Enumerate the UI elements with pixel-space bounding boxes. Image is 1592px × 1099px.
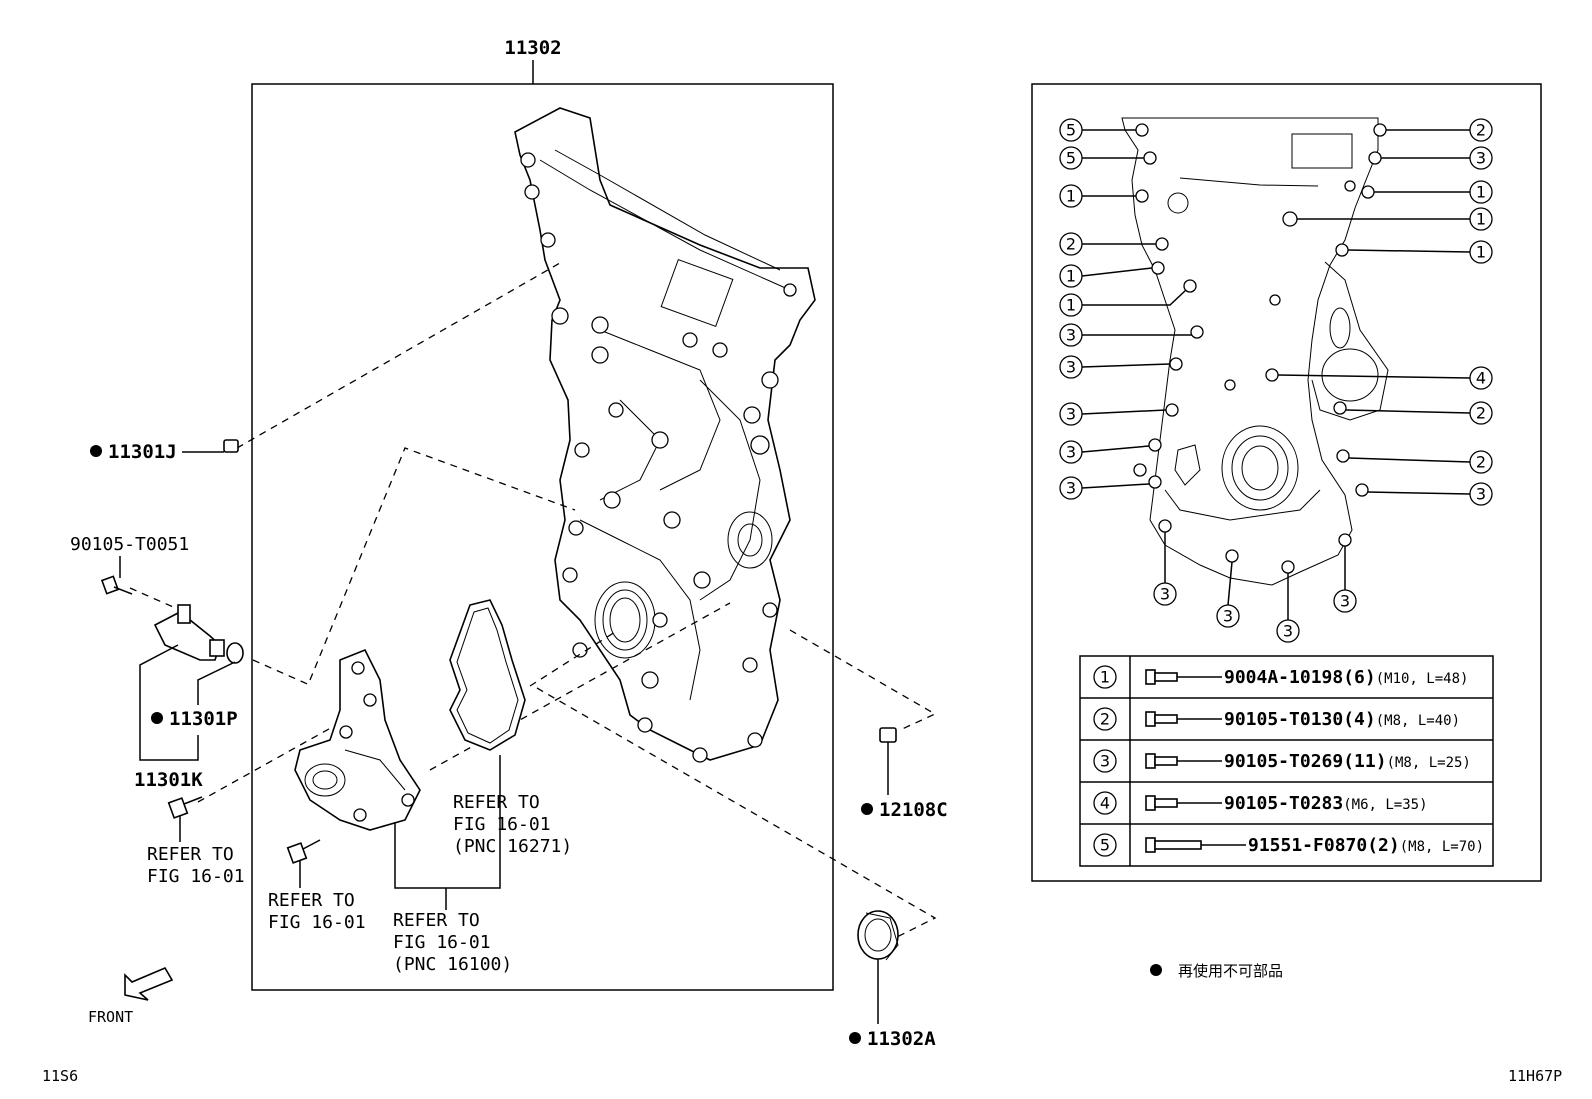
table-key-circle: [1093, 791, 1117, 815]
nut-12108C: [879, 727, 897, 743]
part-number-11301J[interactable]: 11301J: [108, 441, 177, 463]
callout-3[interactable]: 3: [1066, 405, 1076, 424]
bolt-location-frame: [1031, 83, 1542, 882]
bolt-shank-icon: [1154, 798, 1178, 808]
bracket-pnc-16100: [394, 755, 501, 889]
table-key: 2: [1100, 710, 1110, 729]
leader-11301P: [197, 661, 236, 705]
callout-3[interactable]: 3: [1066, 443, 1076, 462]
bolt-shank-icon: [1154, 840, 1202, 850]
bolt-spec-table: [1079, 655, 1494, 867]
refer-to-fig-text[interactable]: (PNC 16271): [453, 836, 572, 857]
bolt-90105-T0051: [100, 575, 133, 595]
bolt-mid-refer: [286, 839, 321, 864]
callout-3[interactable]: 3: [1476, 485, 1486, 504]
table-key: 5: [1100, 836, 1110, 855]
corner-code-right: 11H67P: [1508, 1067, 1562, 1085]
callout-3[interactable]: 3: [1066, 358, 1076, 377]
bolt-icon: [1145, 837, 1156, 853]
callout-numbers: 5 5 1 2 1 1 3 3 3 3 3 2 3 1 1 1 4 2 2 3 …: [1059, 118, 1493, 643]
table-key-circle: [1093, 707, 1117, 731]
callout-1[interactable]: 1: [1476, 210, 1486, 229]
bolt-shank-icon: [1154, 756, 1178, 766]
bolt-icon: [1145, 795, 1156, 811]
part-number-90105-T0051[interactable]: 90105-T0051: [70, 534, 189, 555]
callout-1[interactable]: 1: [1066, 296, 1076, 315]
non-reusable-dot: [90, 445, 102, 457]
front-arrow-icon: [124, 966, 174, 1001]
non-reusable-dot: [151, 712, 163, 724]
nut-11301J: [223, 439, 239, 453]
non-reusable-dot: [849, 1032, 861, 1044]
gasket-drawing: [449, 599, 526, 751]
bolt-left-refer: [167, 796, 203, 819]
refer-to-fig-text[interactable]: REFER TO: [393, 910, 480, 931]
callout-leaders: [1081, 129, 1471, 620]
bolt-shank-icon: [1154, 714, 1178, 724]
table-key-circle: [1093, 749, 1117, 773]
corner-code-left: 11S6: [42, 1067, 78, 1085]
callout-3[interactable]: 3: [1283, 622, 1293, 641]
callout-3[interactable]: 3: [1340, 592, 1350, 611]
cover-assembly-frame: [251, 83, 834, 991]
table-key: 1: [1100, 668, 1110, 687]
crank-position-sensor-drawing: [153, 604, 244, 664]
non-reusable-dot: [861, 803, 873, 815]
non-reusable-dot: [1150, 964, 1162, 976]
bolt-part-number[interactable]: 90105-T0130(4)(M8, L=40): [1224, 709, 1460, 730]
bolt-part-number[interactable]: 91551-F0870(2)(M8, L=70): [1248, 835, 1484, 856]
cover-outline-detail: [1121, 117, 1389, 586]
callout-3[interactable]: 3: [1160, 585, 1170, 604]
bolt-icon: [1145, 753, 1156, 769]
table-key-circle: [1093, 833, 1117, 857]
part-number-11301P[interactable]: 11301P: [169, 708, 238, 730]
bracket-11301K: [139, 735, 199, 761]
bolt-shank-icon: [1154, 672, 1178, 682]
refer-to-fig-text[interactable]: FIG 16-01: [393, 932, 491, 953]
refer-to-fig-text[interactable]: REFER TO: [268, 890, 355, 911]
callout-1[interactable]: 1: [1066, 267, 1076, 286]
bolt-icon: [1145, 669, 1156, 685]
front-label: FRONT: [88, 1008, 133, 1026]
callout-2[interactable]: 2: [1476, 453, 1486, 472]
part-number-11301K[interactable]: 11301K: [134, 769, 203, 791]
non-reusable-parts-legend: 再使用不可部品: [1178, 962, 1283, 980]
callout-2[interactable]: 2: [1066, 235, 1076, 254]
part-number-12108C[interactable]: 12108C: [879, 799, 948, 821]
callout-2[interactable]: 2: [1476, 121, 1486, 140]
refer-to-fig-text[interactable]: REFER TO: [147, 844, 234, 865]
callout-3[interactable]: 3: [1066, 326, 1076, 345]
refer-to-fig-text[interactable]: REFER TO: [453, 792, 540, 813]
bolt-part-number[interactable]: 9004A-10198(6)(M10, L=48): [1224, 667, 1468, 688]
table-key: 4: [1100, 794, 1110, 813]
callout-2[interactable]: 2: [1476, 404, 1486, 423]
bolt-part-number[interactable]: 90105-T0283(M6, L=35): [1224, 793, 1428, 814]
bolt-spec-rows: 1 9004A-10198(6)(M10, L=48) 2 90105-T0130(4…: [1093, 665, 1484, 857]
refer-to-fig-text[interactable]: (PNC 16100): [393, 954, 512, 975]
water-pump-drawing: [294, 648, 421, 831]
dashed-leaders: [129, 262, 937, 939]
callout-4[interactable]: 4: [1476, 369, 1486, 388]
table-key-circle: [1093, 665, 1117, 689]
callout-1[interactable]: 1: [1476, 243, 1486, 262]
timing-chain-cover-drawing: [514, 107, 816, 763]
oil-seal-11302A: [857, 910, 899, 961]
part-number-11302A[interactable]: 11302A: [867, 1028, 936, 1050]
refer-to-fig-text[interactable]: FIG 16-01: [453, 814, 551, 835]
bolt-icon: [1145, 711, 1156, 727]
part-number-11302[interactable]: 11302: [504, 37, 561, 59]
callout-3[interactable]: 3: [1223, 607, 1233, 626]
callout-5[interactable]: 5: [1066, 121, 1076, 140]
callout-5[interactable]: 5: [1066, 149, 1076, 168]
callout-1[interactable]: 1: [1066, 187, 1076, 206]
callout-3[interactable]: 3: [1066, 479, 1076, 498]
table-key: 3: [1100, 752, 1110, 771]
refer-to-fig-text[interactable]: FIG 16-01: [147, 866, 245, 887]
bolt-part-number[interactable]: 90105-T0269(11)(M8, L=25): [1224, 751, 1471, 772]
callout-1[interactable]: 1: [1476, 183, 1486, 202]
refer-to-fig-text[interactable]: FIG 16-01: [268, 912, 366, 933]
callout-3[interactable]: 3: [1476, 149, 1486, 168]
